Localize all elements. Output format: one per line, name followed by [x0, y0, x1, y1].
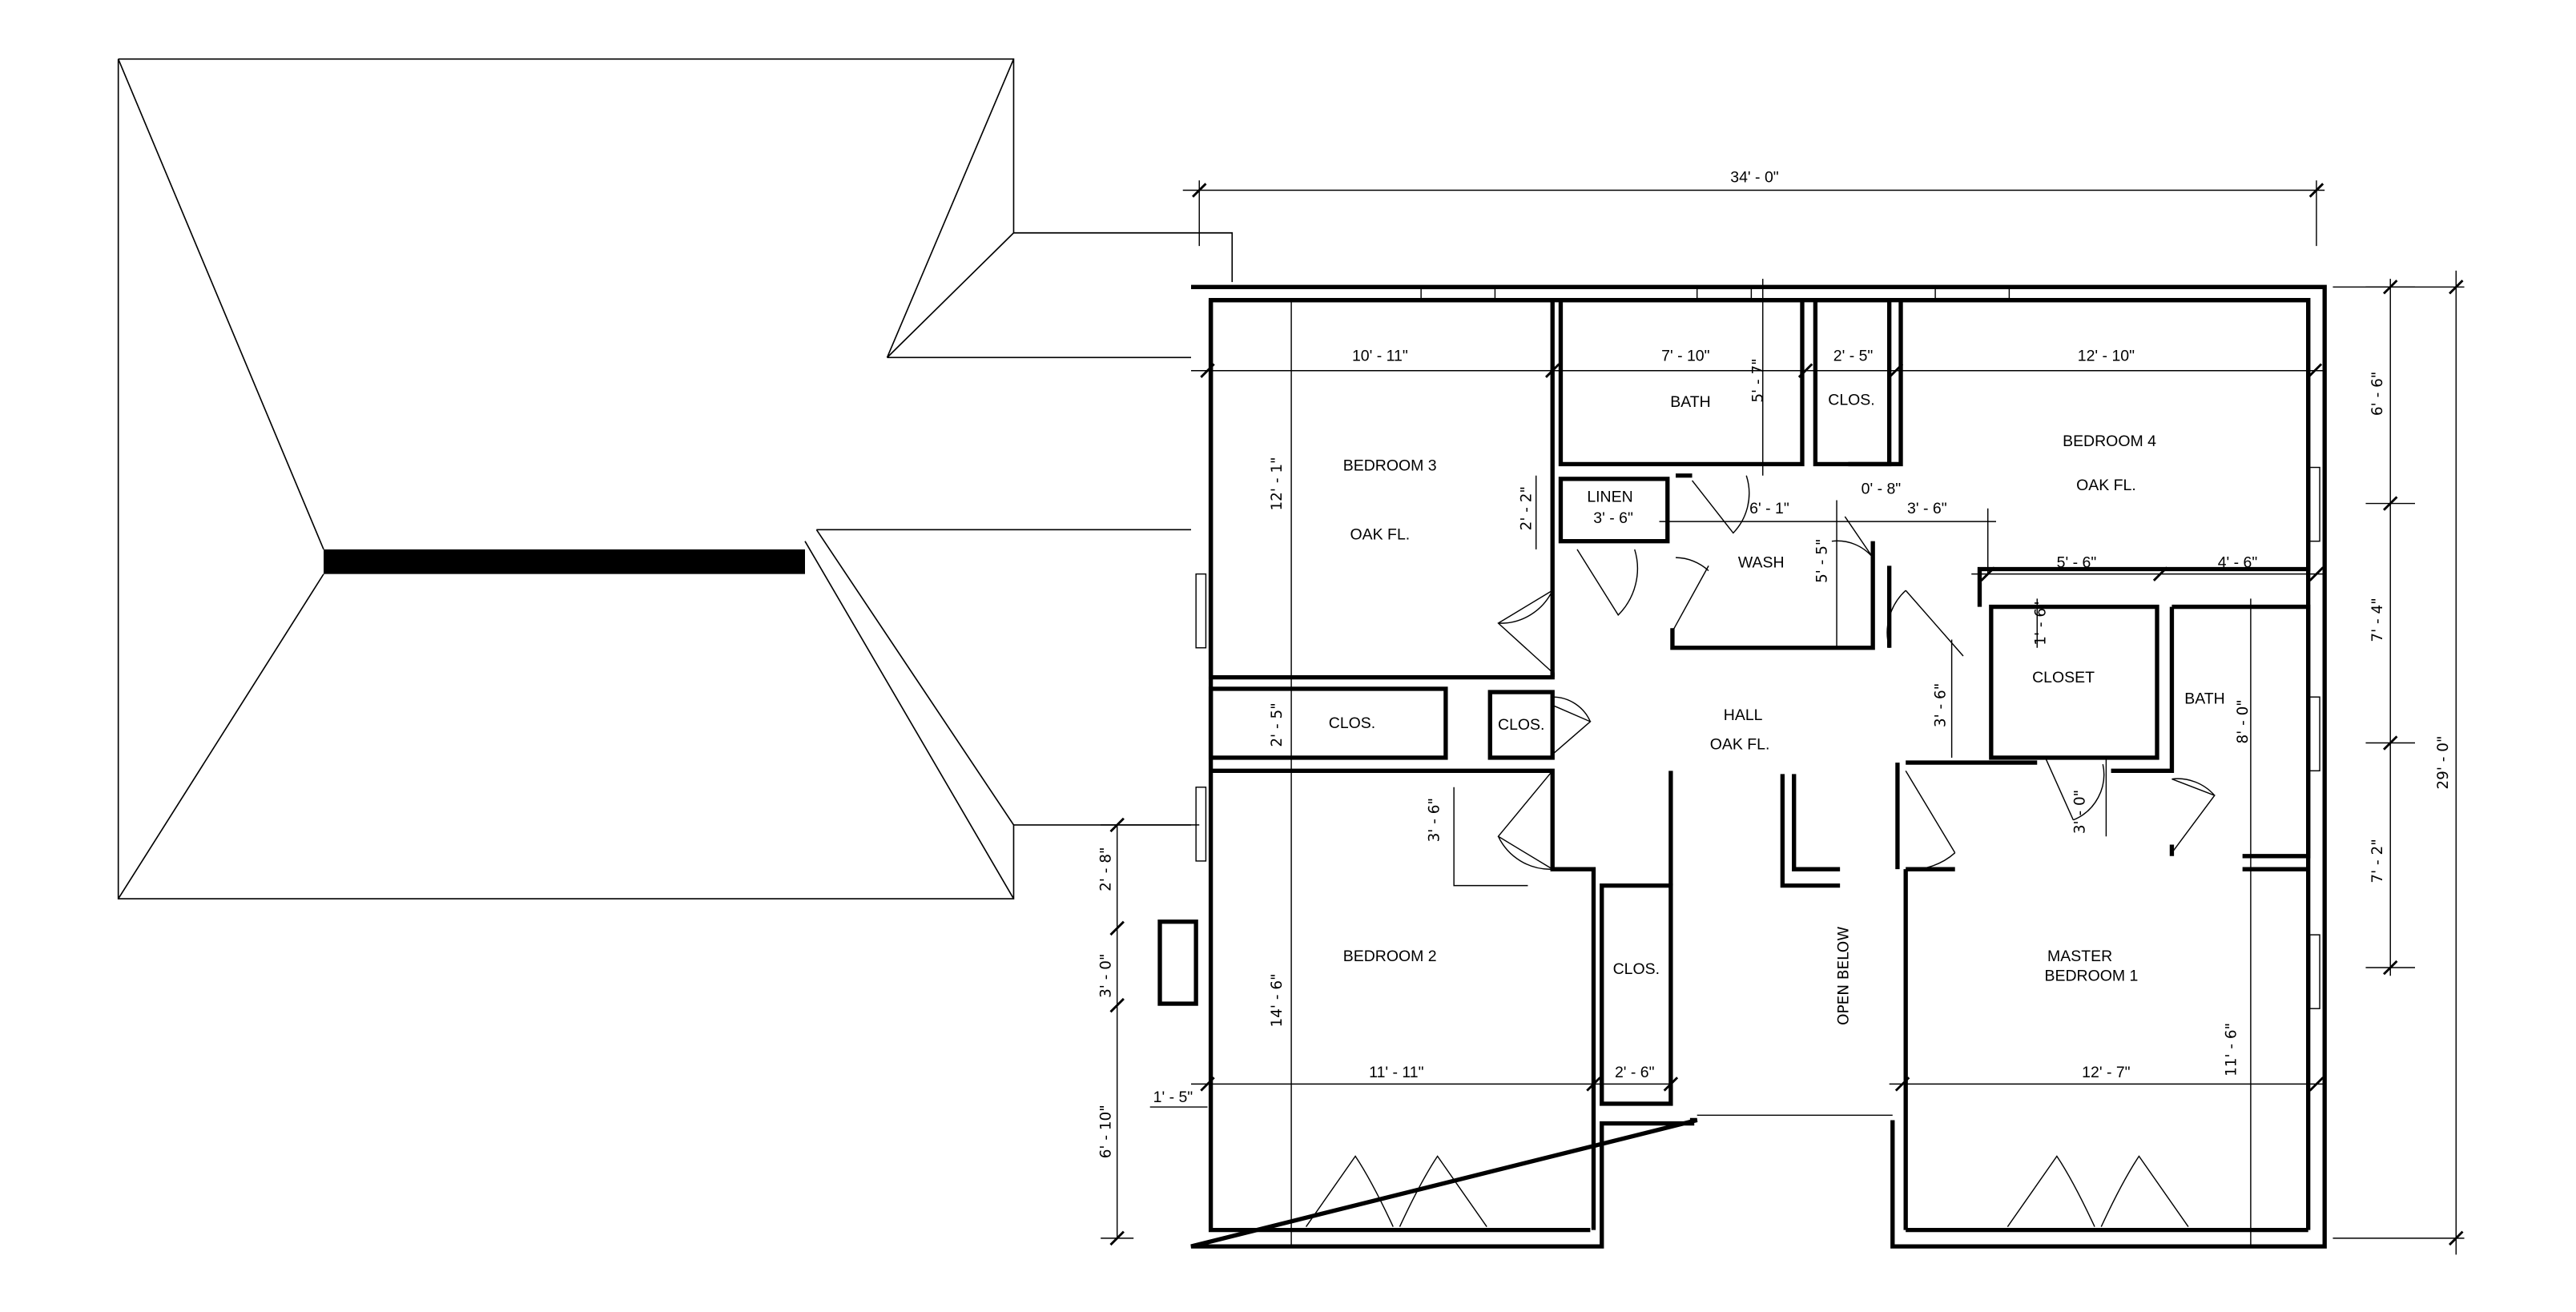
label-closet: CLOSET [2032, 669, 2095, 686]
dim-bedroom4-width: 12' - 10" [2078, 347, 2135, 364]
dim-left-1-5: 1' - 5" [1153, 1089, 1193, 1106]
dim-wash-depth: 5' - 5" [1814, 539, 1831, 583]
dim-left-2-8: 2' - 8" [1097, 847, 1114, 891]
label-hall-floor: OAK FL. [1710, 736, 1770, 754]
dim-left-3-0: 3' - 0" [1097, 954, 1114, 998]
bath-master-room [2111, 604, 2311, 859]
dim-left-6-10: 6' - 10" [1097, 1105, 1114, 1158]
label-linen: LINEN [1587, 489, 1632, 506]
label-bedroom3: BEDROOM 3 [1343, 457, 1437, 475]
clos-small-room [1487, 690, 1555, 760]
dim-bath-width: 7' - 10" [1661, 347, 1710, 364]
roof-plan [117, 58, 1234, 899]
dim-closet-3-6: 3' - 6" [1932, 683, 1949, 727]
closet-room [1989, 604, 2159, 760]
hall-walls [1550, 672, 1841, 888]
dim-bedroom3-depth: 12' - 1" [1269, 457, 1286, 510]
dimension-lines [1101, 180, 2465, 1255]
dim-bath-8-0: 8' - 0" [2235, 699, 2252, 743]
doors [1305, 475, 2216, 1227]
dim-master-depth: 11' - 6" [2223, 1023, 2240, 1077]
dimension-labels: 34' - 0" 10' - 11" 7' - 10" 2' - 5" 12' … [1097, 168, 2452, 1158]
label-bedroom4-floor: OAK FL. [2076, 477, 2136, 494]
clos-left-room [1208, 686, 1448, 760]
dim-hall-3-6: 3' - 6" [1907, 500, 1947, 517]
windows [1157, 288, 2320, 1009]
room-labels: BEDROOM 3 OAK FL. BATH CLOS. BEDROOM 4 O… [1329, 392, 2225, 1025]
dim-closet-1-6: 1' - 6" [2033, 601, 2050, 645]
label-bath-master: BATH [2184, 690, 2224, 707]
label-bedroom3-floor: OAK FL. [1350, 526, 1411, 544]
label-wash: WASH [1738, 553, 1785, 571]
dim-overall-width: 34' - 0" [1730, 168, 1779, 186]
bedroom4-room [1848, 298, 2311, 607]
label-clos-upper: CLOS. [1828, 392, 1874, 409]
dim-overall-depth: 29' - 0" [2435, 736, 2452, 790]
label-open-below: OPEN BELOW [1835, 927, 1852, 1025]
dim-linen-width: 3' - 6" [1593, 509, 1633, 527]
dim-right-7-4: 7' - 4" [2369, 598, 2386, 642]
dim-clos-b2-width: 2' - 6" [1615, 1064, 1655, 1081]
dim-bath-door-3-0: 3' - 0" [2072, 790, 2089, 834]
dim-clos-left-depth: 2' - 5" [1269, 702, 1286, 747]
bedroom3-room [1208, 298, 1555, 680]
clos-bedroom2-room [1600, 883, 1673, 1106]
dim-linen-depth: 2' - 2" [1519, 486, 1536, 530]
dim-right-6-6: 6' - 6" [2369, 372, 2386, 416]
dim-bedroom2-depth: 14' - 6" [1269, 973, 1286, 1027]
label-bedroom4: BEDROOM 4 [2063, 433, 2156, 450]
dim-bedroom3-width: 10' - 11" [1352, 347, 1408, 364]
fireplace [1157, 920, 1198, 1006]
dim-hall-3-6-v: 3' - 6" [1427, 798, 1443, 842]
dim-b4-4-6: 4' - 6" [2218, 553, 2258, 571]
dim-bedroom2-width: 11' - 11" [1369, 1064, 1423, 1081]
linen-room [1558, 477, 1670, 544]
dim-hall-6-1: 6' - 1" [1749, 500, 1789, 517]
label-bedroom2: BEDROOM 2 [1343, 948, 1437, 965]
label-clos-bedroom2: CLOS. [1613, 960, 1660, 978]
dim-clos-width: 2' - 5" [1833, 347, 1874, 364]
dim-b4-5-6: 5' - 6" [2057, 553, 2097, 571]
exterior-walls [1190, 284, 2327, 1249]
dim-hall-0-8: 0' - 8" [1862, 480, 1902, 497]
bath-upper-room [1558, 298, 1805, 467]
master-room [1792, 760, 2308, 1230]
label-clos-left: CLOS. [1329, 714, 1375, 732]
label-bath-upper: BATH [1670, 393, 1710, 411]
dim-right-7-2: 7' - 2" [2369, 839, 2386, 883]
label-hall: HALL [1724, 706, 1763, 724]
roof-ridge [324, 549, 805, 574]
dim-master-width: 12' - 7" [2082, 1064, 2131, 1081]
wash-walls [1670, 473, 1892, 650]
clos-upper-room [1813, 298, 1892, 467]
dim-bath-depth: 5' - 7" [1750, 358, 1767, 402]
label-master-line2: BEDROOM 1 [2045, 967, 2139, 984]
label-master-line1: MASTER [2047, 948, 2112, 965]
label-clos-small: CLOS. [1498, 716, 1544, 734]
